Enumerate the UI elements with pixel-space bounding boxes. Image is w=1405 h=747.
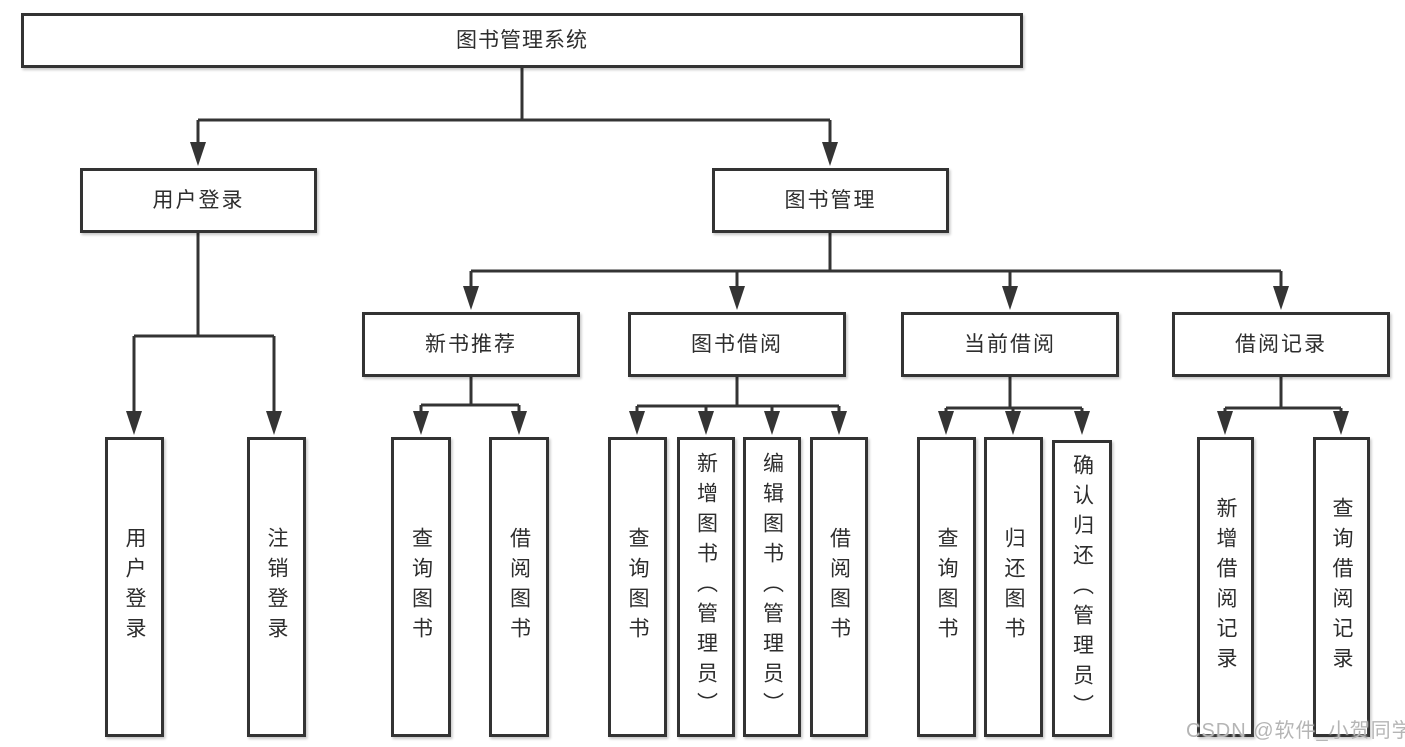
leaf-confirm-return-admin-label: 确认归还（管理员） <box>1070 453 1094 724</box>
connector-borrow-records-children <box>1217 377 1349 435</box>
leaf-borrow-books-label: 借阅图书 <box>827 527 851 647</box>
node-book-management: 图书管理 <box>712 168 949 233</box>
node-root-label: 图书管理系统 <box>456 29 588 52</box>
leaf-borrow-books: 借阅图书 <box>810 437 868 737</box>
leaf-query-books-borrow-label: 查询图书 <box>626 527 649 647</box>
leaf-return-books-label: 归还图书 <box>1002 527 1025 647</box>
leaf-query-borrow-record: 查询借阅记录 <box>1313 437 1370 737</box>
connector-root-to-level2 <box>190 68 838 166</box>
node-current-borrow-label: 当前借阅 <box>964 333 1056 356</box>
connector-book-management-groups <box>463 233 1289 310</box>
leaf-return-books: 归还图书 <box>984 437 1043 737</box>
leaf-query-books-borrow: 查询图书 <box>608 437 667 737</box>
node-new-book-recommend: 新书推荐 <box>362 312 580 377</box>
leaf-add-book-admin: 新增图书（管理员） <box>677 437 735 737</box>
connector-user-login-children <box>126 233 282 435</box>
node-user-login-label: 用户登录 <box>152 189 245 212</box>
leaf-logout-label: 注销登录 <box>265 527 288 647</box>
leaf-query-borrow-record-label: 查询借阅记录 <box>1330 497 1353 677</box>
leaf-user-login-label: 用户登录 <box>123 527 146 647</box>
node-root: 图书管理系统 <box>21 13 1023 68</box>
connector-current-borrow-children <box>938 377 1090 435</box>
node-current-borrow: 当前借阅 <box>901 312 1119 377</box>
leaf-user-login: 用户登录 <box>105 437 164 737</box>
leaf-add-book-admin-label: 新增图书（管理员） <box>694 452 718 722</box>
connector-new-book-recommend-children <box>413 377 527 435</box>
leaf-borrow-books-recommend: 借阅图书 <box>489 437 549 737</box>
node-book-borrow: 图书借阅 <box>628 312 846 377</box>
leaf-query-books-recommend: 查询图书 <box>391 437 451 737</box>
leaf-edit-book-admin-label: 编辑图书（管理员） <box>760 452 784 722</box>
leaf-borrow-books-recommend-label: 借阅图书 <box>507 527 531 647</box>
node-new-book-recommend-label: 新书推荐 <box>425 333 517 356</box>
leaf-query-books-recommend-label: 查询图书 <box>409 527 433 647</box>
leaf-add-borrow-record: 新增借阅记录 <box>1197 437 1254 737</box>
leaf-query-books-current-label: 查询图书 <box>935 527 958 647</box>
node-user-login: 用户登录 <box>80 168 317 233</box>
node-book-management-label: 图书管理 <box>784 189 877 212</box>
node-borrow-records-label: 借阅记录 <box>1235 333 1327 356</box>
connector-book-borrow-children <box>629 377 847 435</box>
leaf-edit-book-admin: 编辑图书（管理员） <box>743 437 801 737</box>
node-borrow-records: 借阅记录 <box>1172 312 1390 377</box>
node-book-borrow-label: 图书借阅 <box>691 333 783 356</box>
leaf-confirm-return-admin: 确认归还（管理员） <box>1052 440 1112 737</box>
leaf-query-books-current: 查询图书 <box>917 437 976 737</box>
leaf-add-borrow-record-label: 新增借阅记录 <box>1214 497 1237 677</box>
watermark: CSDN @软件_小贺同学 <box>1186 720 1405 742</box>
leaf-logout: 注销登录 <box>247 437 306 737</box>
